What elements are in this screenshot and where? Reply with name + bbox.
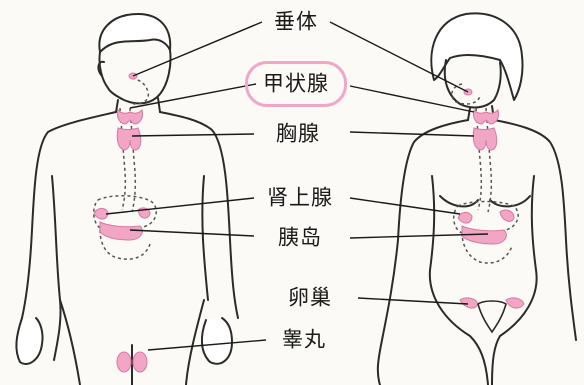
label-testis: 睾丸 bbox=[282, 330, 326, 351]
label-thymus: 胸腺 bbox=[276, 124, 320, 145]
female-uterus bbox=[478, 301, 506, 332]
label-thyroid: 甲状腺 bbox=[263, 74, 329, 95]
male-thymus bbox=[117, 128, 141, 150]
label-adrenal: 肾上腺 bbox=[267, 188, 333, 209]
male-adrenal-left bbox=[94, 208, 108, 219]
label-ovary: 卵巢 bbox=[288, 288, 332, 309]
female-waist bbox=[430, 176, 537, 385]
male-pancreas bbox=[100, 222, 142, 240]
female-figure bbox=[378, 13, 576, 385]
male-inner-arms bbox=[52, 176, 208, 360]
female-chest bbox=[440, 196, 530, 206]
leader-adrenal-male bbox=[106, 198, 254, 214]
label-pituitary: 垂体 bbox=[274, 12, 318, 33]
leader-ovary bbox=[358, 298, 468, 304]
leader-thymus-male bbox=[132, 134, 254, 136]
female-adrenal-left bbox=[458, 212, 472, 223]
leader-islets-male bbox=[130, 230, 254, 236]
male-glands bbox=[94, 73, 150, 372]
male-left-hand bbox=[16, 318, 42, 364]
female-thyroid bbox=[473, 110, 498, 124]
female-thymus bbox=[473, 128, 497, 150]
female-adrenal-right bbox=[500, 210, 514, 221]
male-thyroid bbox=[117, 110, 142, 124]
male-hips bbox=[60, 300, 204, 385]
male-testis-right bbox=[133, 352, 147, 372]
leader-thymus-female bbox=[350, 132, 474, 136]
female-hair bbox=[431, 13, 522, 100]
label-islets: 胰岛 bbox=[278, 228, 322, 249]
female-ovary-right bbox=[506, 298, 524, 308]
male-hair bbox=[99, 14, 170, 52]
male-right-hand bbox=[202, 318, 232, 364]
male-testis-left bbox=[117, 352, 131, 372]
female-ovary-left bbox=[460, 298, 478, 308]
male-figure bbox=[16, 14, 238, 385]
